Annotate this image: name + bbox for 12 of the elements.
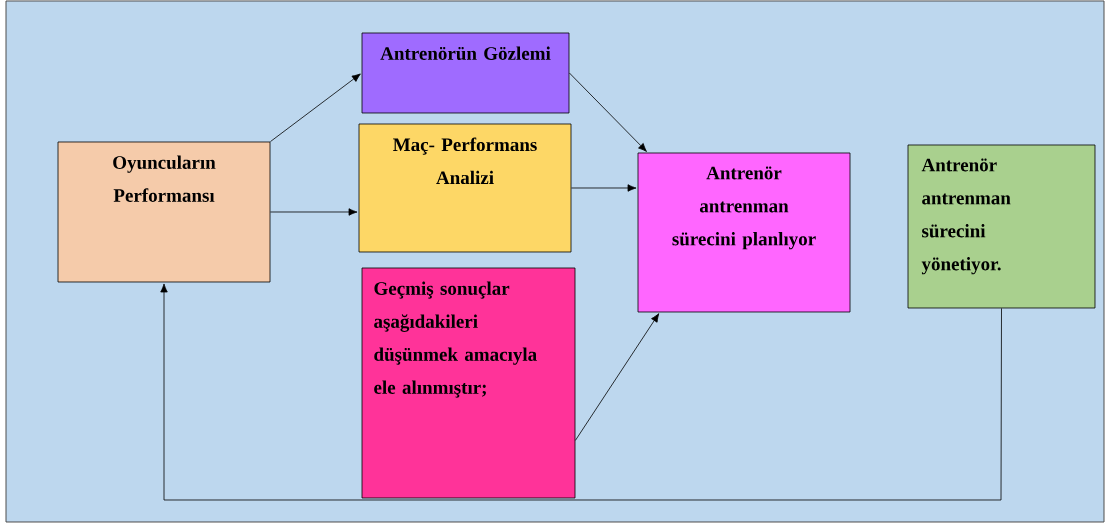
process-box: Antrenör antrenman sürecini planlıyor bbox=[637, 152, 851, 313]
arrow bbox=[575, 313, 660, 441]
arrow bbox=[571, 184, 637, 192]
arrow bbox=[270, 73, 361, 142]
process-box: Oyuncuların Performansı bbox=[57, 141, 271, 283]
process-box: Maç- Performans Analizi bbox=[358, 123, 572, 253]
process-box: Geçmiş sonuçlar aşağıdakileri düşünmek amacıyla ele alınmıştır; bbox=[361, 267, 576, 499]
process-box: Antrenör antrenman sürecini yönetiyor. bbox=[907, 144, 1096, 309]
arrow bbox=[270, 208, 358, 216]
arrow bbox=[160, 283, 1002, 501]
process-box: Antrenörün Gözlemi bbox=[361, 32, 570, 114]
arrow bbox=[569, 72, 647, 152]
